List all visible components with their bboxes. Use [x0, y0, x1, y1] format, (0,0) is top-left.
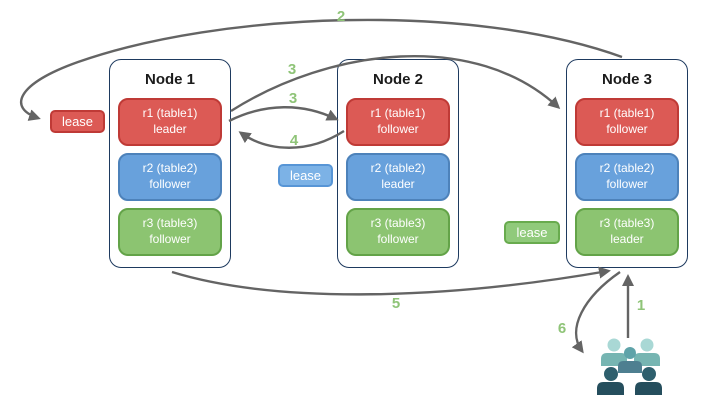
step-label-5: 5 — [391, 295, 401, 312]
lease-badge-table2: lease — [278, 164, 333, 187]
node-1: Node 1 r1 (table1) leader r2 (table2) fo… — [109, 59, 231, 268]
node-2-replica-r1: r1 (table1) follower — [346, 98, 450, 146]
replica-role: follower — [377, 232, 419, 246]
lease-badge-table1: lease — [50, 110, 105, 133]
replica-role: follower — [606, 122, 648, 136]
replica-role: follower — [149, 177, 191, 191]
step-label-2: 2 — [336, 8, 346, 25]
node-1-title: Node 1 — [144, 71, 195, 88]
replica-name: r3 (table3) — [370, 216, 426, 231]
replica-name: r2 (table2) — [599, 161, 655, 176]
replica-name: r3 (table3) — [599, 216, 655, 231]
step-label-6: 6 — [557, 320, 567, 337]
lease-badge-table3: lease — [504, 221, 560, 244]
node-2-title: Node 2 — [372, 71, 423, 88]
node-2: Node 2 r1 (table1) follower r2 (table2) … — [337, 59, 459, 268]
replica-role: follower — [606, 177, 648, 191]
node-3-replica-r2: r2 (table2) follower — [575, 153, 679, 201]
replica-role: follower — [149, 232, 191, 246]
step-label-4: 4 — [289, 132, 299, 149]
arrow-step6-node3-to-users — [571, 271, 621, 354]
node-3-replica-r3: r3 (table3) leader — [575, 208, 679, 256]
step-label-3b: 3 — [288, 90, 298, 107]
replica-role: leader — [381, 177, 415, 191]
replica-name: r1 (table1) — [142, 106, 198, 121]
replica-role: follower — [377, 122, 419, 136]
node-3-title: Node 3 — [601, 71, 652, 88]
node-1-replica-r1: r1 (table1) leader — [118, 98, 222, 146]
users-icon — [597, 338, 662, 395]
node-3-replica-r1: r1 (table1) follower — [575, 98, 679, 146]
arrow-step3-node1-to-node2 — [228, 106, 339, 123]
step-label-3a: 3 — [287, 61, 297, 78]
replica-role: leader — [610, 232, 644, 246]
replica-name: r3 (table3) — [142, 216, 198, 231]
arrow-step5-node1-to-node3 — [171, 266, 611, 296]
replica-name: r1 (table1) — [370, 106, 426, 121]
node-1-replica-r3: r3 (table3) follower — [118, 208, 222, 256]
node-2-replica-r3: r3 (table3) follower — [346, 208, 450, 256]
node-3: Node 3 r1 (table1) follower r2 (table2) … — [566, 59, 688, 268]
node-1-replica-r2: r2 (table2) follower — [118, 153, 222, 201]
step-label-1: 1 — [636, 297, 646, 314]
replica-name: r2 (table2) — [142, 161, 198, 176]
node-2-replica-r2: r2 (table2) leader — [346, 153, 450, 201]
replica-role: leader — [153, 122, 187, 136]
replica-name: r2 (table2) — [370, 161, 426, 176]
replica-name: r1 (table1) — [599, 106, 655, 121]
